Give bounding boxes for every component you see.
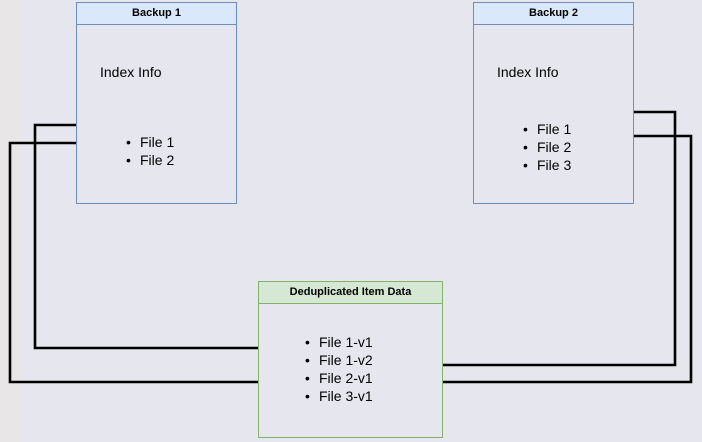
node-backup2[interactable]: Backup 2 Index Info File 1 File 2 File 3 bbox=[473, 2, 634, 204]
node-dedup-body: File 1-v1 File 1-v2 File 2-v1 File 3-v1 bbox=[259, 304, 442, 437]
edge-backup1-file2-to-dedup-file2v1 bbox=[8, 141, 296, 386]
edge-backup2-file2-to-dedup-file2v1 bbox=[397, 134, 693, 386]
list-item[interactable]: File 2 bbox=[523, 138, 571, 156]
list-item[interactable]: File 3 bbox=[523, 156, 571, 174]
node-backup1-body: Index Info File 1 File 2 bbox=[77, 25, 236, 203]
edge-backup2-file1-to-dedup-file1v2 bbox=[397, 110, 677, 369]
list-item[interactable]: File 1 bbox=[523, 120, 571, 138]
list-item[interactable]: File 1-v2 bbox=[305, 351, 373, 369]
node-backup2-header: Backup 2 bbox=[474, 3, 633, 25]
backup1-file-list: File 1 File 2 bbox=[126, 133, 174, 169]
list-item[interactable]: File 2 bbox=[126, 151, 174, 169]
list-item[interactable]: File 1-v1 bbox=[305, 333, 373, 351]
list-item[interactable]: File 3-v1 bbox=[305, 387, 373, 405]
node-backup1-header: Backup 1 bbox=[77, 3, 236, 25]
dedup-file-list: File 1-v1 File 1-v2 File 2-v1 File 3-v1 bbox=[305, 333, 373, 405]
backup2-file-list: File 1 File 2 File 3 bbox=[523, 120, 571, 174]
node-deduplicated-item-data[interactable]: Deduplicated Item Data File 1-v1 File 1-… bbox=[258, 281, 443, 438]
list-item[interactable]: File 2-v1 bbox=[305, 369, 373, 387]
backup2-index-label: Index Info bbox=[497, 64, 559, 80]
node-backup1[interactable]: Backup 1 Index Info File 1 File 2 bbox=[76, 2, 237, 204]
list-item[interactable]: File 1 bbox=[126, 133, 174, 151]
node-backup2-body: Index Info File 1 File 2 File 3 bbox=[474, 25, 633, 203]
node-dedup-header: Deduplicated Item Data bbox=[259, 282, 442, 304]
backup1-index-label: Index Info bbox=[100, 64, 162, 80]
